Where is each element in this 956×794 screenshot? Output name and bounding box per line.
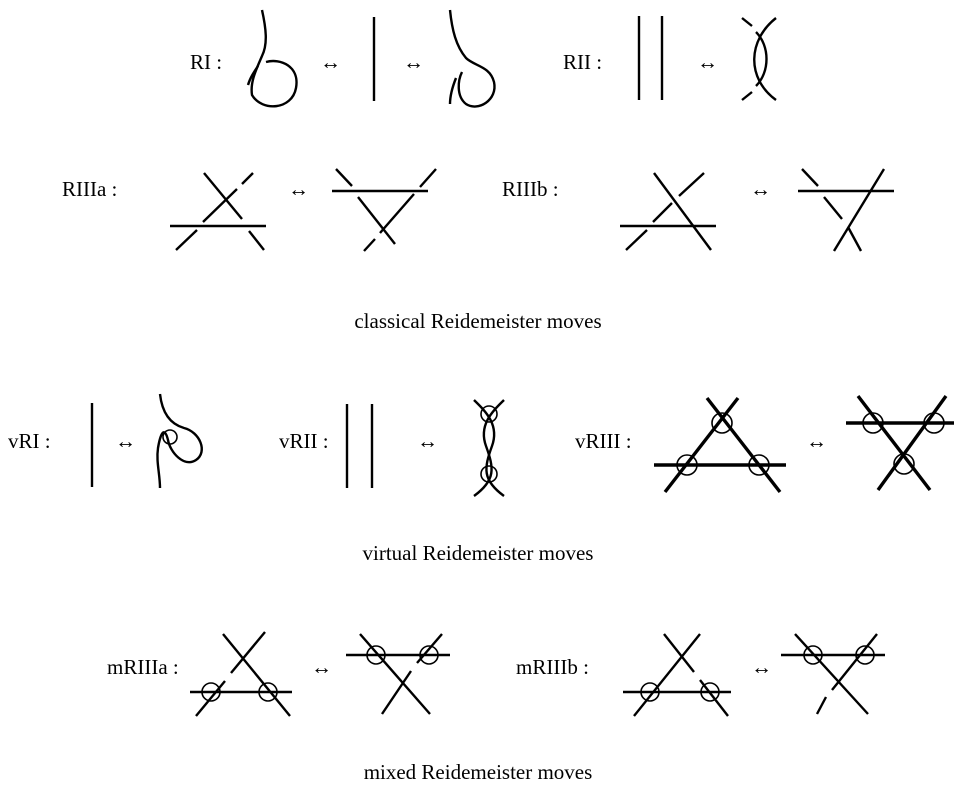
arrow-RI-2: ↔ [403, 50, 424, 74]
label-vRI: vRI : [8, 429, 51, 453]
arrow-vRII: ↔ [417, 429, 438, 453]
label-RIIIb: RIIIb : [502, 177, 559, 201]
riiib-right [798, 168, 894, 252]
mriiib-right [781, 633, 885, 715]
vri-virtual-kink [156, 393, 203, 489]
vrii-virtual-bigon [473, 399, 505, 497]
arrow-RI-1: ↔ [320, 50, 341, 74]
label-mRIIIb: mRIIIb : [516, 655, 589, 679]
vriii-left [654, 396, 786, 494]
arrow-RII: ↔ [697, 50, 718, 74]
label-vRIII: vRIII : [575, 429, 632, 453]
caption-virtual: virtual Reidemeister moves [362, 541, 594, 565]
mriiia-right [346, 633, 450, 715]
label-vRII: vRII : [279, 429, 329, 453]
ri-kink-left [246, 9, 298, 108]
ri-kink-right [448, 9, 496, 108]
arrow-vRIII: ↔ [806, 429, 827, 453]
arrow-RIIIa: ↔ [288, 177, 309, 201]
rii-bigon [741, 17, 777, 101]
arrow-RIIIb: ↔ [750, 177, 771, 201]
mriiib-left [623, 633, 731, 717]
riiia-right [332, 168, 437, 252]
label-RI: RI : [190, 50, 223, 74]
arrow-mRIIIb: ↔ [751, 655, 772, 679]
arrow-vRI: ↔ [115, 429, 136, 453]
caption-classical: classical Reidemeister moves [354, 309, 602, 333]
vriii-right [846, 394, 954, 492]
arrow-mRIIIa: ↔ [311, 655, 332, 679]
riiib-left [620, 172, 716, 251]
label-RIIIa: RIIIa : [62, 177, 118, 201]
riiia-left [170, 172, 266, 251]
label-RII: RII : [563, 50, 603, 74]
label-mRIIIa: mRIIIa : [107, 655, 179, 679]
mriiia-left [190, 631, 292, 717]
caption-mixed: mixed Reidemeister moves [363, 760, 593, 784]
